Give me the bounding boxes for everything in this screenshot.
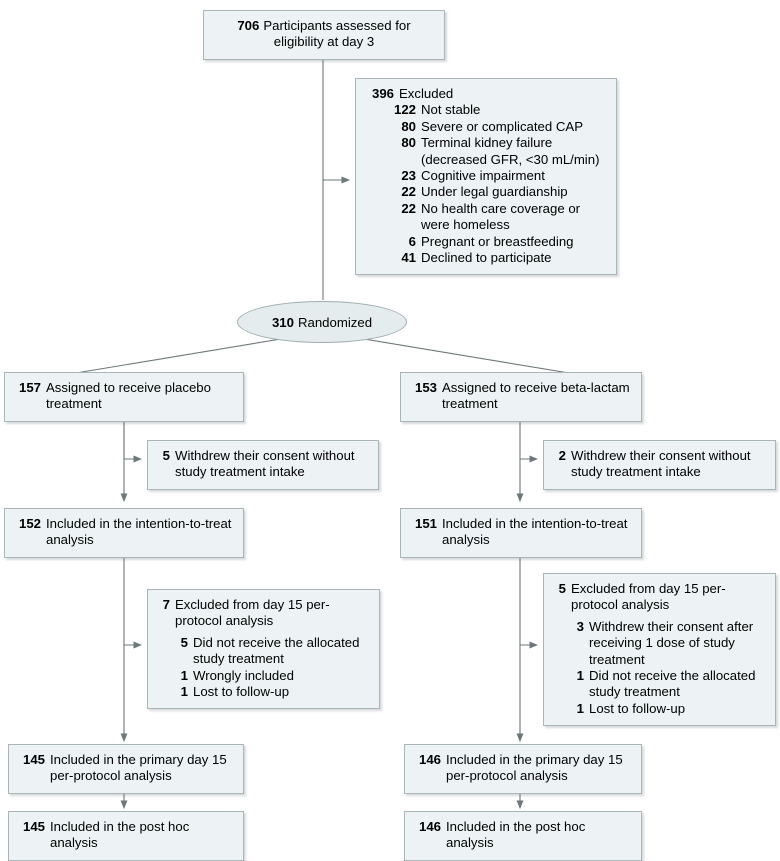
reason-count: 1 (576, 668, 584, 684)
betalactam-itt-label: Included in the intention-to-treat analy… (442, 516, 628, 548)
placebo-itt-count: 152 (18, 516, 41, 531)
node-betalactam-excluded-per-protocol: 5 Excluded from day 15 per-protocol anal… (543, 573, 776, 727)
node-placebo-assigned: 157 Assigned to receive placebo treatmen… (4, 372, 244, 422)
reason-count: 22 (401, 184, 416, 200)
reason-label: Lost to follow-up (589, 700, 686, 716)
reason-label: Cognitive impairment (421, 168, 545, 184)
randomized-label: Randomized (297, 314, 373, 330)
betalactam-withdrew-label: Withdrew their consent without study tre… (571, 448, 751, 480)
placebo-posthoc-label: Included in the post hoc analysis (50, 819, 190, 851)
reason-count: 3 (576, 618, 584, 634)
reason-count: 5 (180, 634, 188, 650)
assessed-count: 706 (237, 18, 260, 33)
excluded-label: Excluded (399, 86, 454, 101)
placebo-pp-label: Included in the primary day 15 per-proto… (50, 752, 227, 784)
reason-label: Terminal kidney failure (decreased GFR, … (421, 135, 600, 167)
betalactam-pp-count: 146 (418, 752, 441, 767)
betalactam-pp-label: Included in the primary day 15 per-proto… (446, 752, 623, 784)
reason-count: 80 (401, 135, 416, 151)
excluded-reason-item: 23 Cognitive impairment (386, 168, 608, 184)
betalactam-itt-count: 151 (414, 516, 437, 531)
excluded-count: 396 (371, 86, 394, 101)
placebo-posthoc-count: 145 (22, 819, 45, 834)
reason-label: Not stable (421, 102, 481, 118)
node-placebo-withdrew-consent: 5 Withdrew their consent without study t… (147, 440, 379, 490)
pp-reason-item: 1 Lost to follow-up (570, 701, 767, 717)
reason-count: 1 (576, 700, 584, 716)
betalactam-posthoc-label: Included in the post hoc analysis (446, 819, 586, 851)
reason-label: Pregnant or breastfeeding (421, 233, 574, 249)
placebo-pp-excluded-label: Excluded from day 15 per-protocol analys… (175, 597, 330, 629)
placebo-assigned-count: 157 (18, 380, 41, 395)
betalactam-posthoc-count: 146 (418, 819, 441, 834)
reason-label: Withdrew their consent after receiving 1… (589, 618, 754, 667)
pp-reason-item: 1 Lost to follow-up (174, 684, 371, 700)
reason-count: 80 (401, 118, 416, 134)
pp-reason-item: 1 Wrongly included (174, 668, 371, 684)
excluded-header: 396 Excluded (364, 86, 608, 102)
reason-label: Wrongly included (193, 667, 294, 683)
reason-label: Under legal guardianship (421, 184, 568, 200)
reason-count: 22 (401, 200, 416, 216)
excluded-reason-item: 80 Severe or complicated CAP (386, 119, 608, 135)
randomized-count: 310 (271, 314, 294, 330)
pp-reason-item: 3 Withdrew their consent after receiving… (570, 619, 767, 668)
reason-label: Severe or complicated CAP (421, 118, 583, 134)
excluded-reason-item: 22 No health care coverage or were homel… (386, 201, 608, 234)
reason-count: 41 (401, 250, 416, 266)
placebo-withdrew-label: Withdrew their consent without study tre… (175, 448, 355, 480)
node-betalactam-assigned: 153 Assigned to receive beta-lactam trea… (400, 372, 642, 422)
betalactam-assigned-label: Assigned to receive beta-lactam treatmen… (442, 380, 630, 412)
betalactam-pp-excluded-label: Excluded from day 15 per-protocol analys… (571, 581, 726, 613)
line-randomized-to-betalactam (357, 337, 576, 375)
placebo-withdrew-count: 5 (162, 448, 170, 463)
reason-count: 1 (180, 667, 188, 683)
node-placebo-post-hoc: 145 Included in the post hoc analysis (8, 811, 244, 861)
node-betalactam-post-hoc: 146 Included in the post hoc analysis (404, 811, 642, 861)
reason-label: Did not receive the allocated study trea… (193, 634, 360, 667)
node-betalactam-withdrew-consent: 2 Withdrew their consent without study t… (543, 440, 776, 490)
excluded-reason-item: 6 Pregnant or breastfeeding (386, 234, 608, 250)
reason-label: No health care coverage or were homeless (421, 200, 581, 233)
reason-label: Declined to participate (421, 250, 552, 266)
reason-count: 1 (180, 684, 188, 700)
betalactam-withdrew-count: 2 (558, 448, 566, 463)
placebo-itt-label: Included in the intention-to-treat analy… (46, 516, 232, 548)
pp-reason-item: 5 Did not receive the allocated study tr… (174, 635, 371, 668)
reason-label: Lost to follow-up (193, 684, 290, 700)
placebo-assigned-label: Assigned to receive placebo treatment (46, 380, 211, 412)
betalactam-assigned-count: 153 (414, 380, 437, 395)
node-placebo-excluded-per-protocol: 7 Excluded from day 15 per-protocol anal… (147, 589, 380, 710)
assessed-label: Participants assessed for eligibility at… (263, 18, 411, 50)
node-placebo-itt: 152 Included in the intention-to-treat a… (4, 508, 244, 558)
node-excluded: 396 Excluded 122 Not stable 80 Severe or… (355, 78, 617, 276)
node-placebo-primary-per-protocol: 145 Included in the primary day 15 per-p… (8, 744, 244, 794)
excluded-reason-item: 80 Terminal kidney failure (decreased GF… (386, 135, 608, 168)
reason-count: 6 (408, 233, 416, 249)
excluded-reason-item: 22 Under legal guardianship (386, 184, 608, 200)
node-betalactam-itt: 151 Included in the intention-to-treat a… (400, 508, 642, 558)
placebo-pp-count: 145 (22, 752, 45, 767)
reason-count: 23 (401, 168, 416, 184)
line-randomized-to-placebo (69, 337, 288, 375)
node-betalactam-primary-per-protocol: 146 Included in the primary day 15 per-p… (404, 744, 642, 794)
betalactam-pp-excluded-count: 5 (558, 581, 566, 596)
excluded-reason-item: 41 Declined to participate (386, 250, 608, 266)
excluded-reason-item: 122 Not stable (386, 102, 608, 118)
reason-label: Did not receive the allocated study trea… (589, 668, 756, 700)
reason-count: 122 (393, 102, 416, 118)
placebo-pp-excluded-count: 7 (162, 597, 170, 612)
pp-reason-item: 1 Did not receive the allocated study tr… (570, 668, 767, 701)
